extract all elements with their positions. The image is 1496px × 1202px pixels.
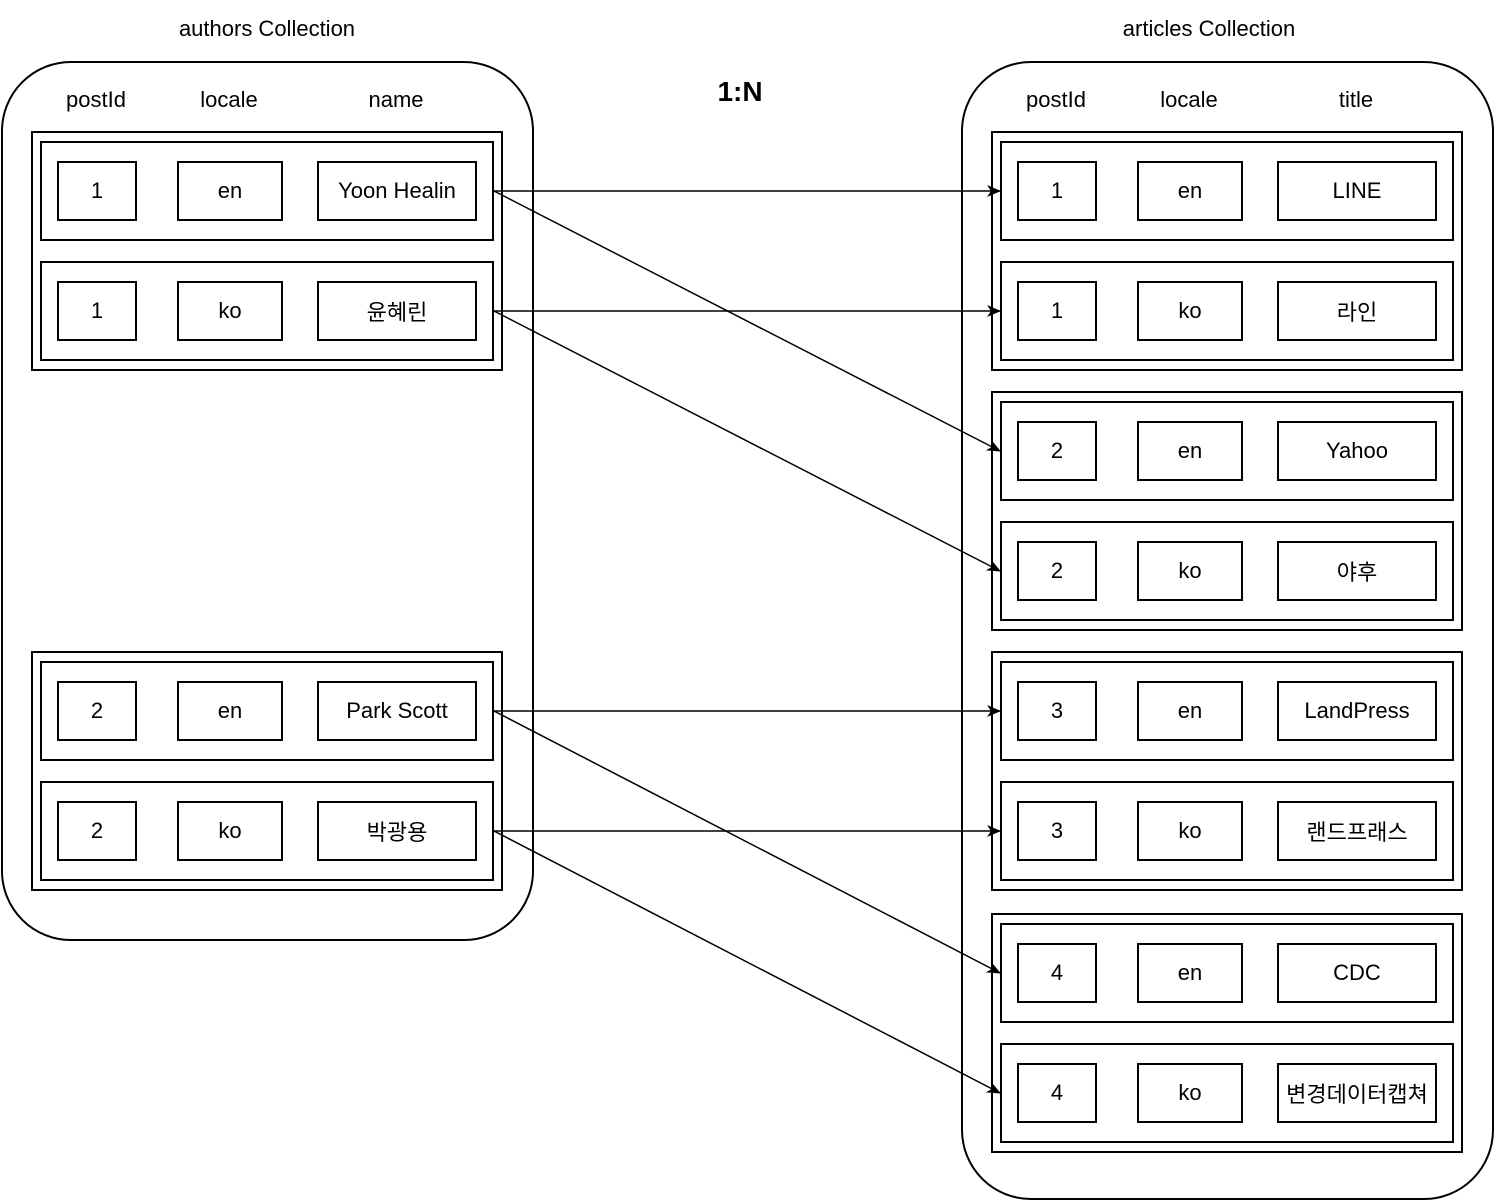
articles-record[interactable] xyxy=(1000,923,1454,1023)
authors-header-locale: locale xyxy=(200,87,258,112)
authors-cell-postid: 1 xyxy=(57,281,137,341)
articles-record[interactable] xyxy=(1000,261,1454,361)
articles-cell-title: 야후 xyxy=(1277,541,1437,601)
authors-cell-postid: 2 xyxy=(57,681,137,741)
articles-cell-locale: en xyxy=(1137,421,1243,481)
authors-cell-name: Park Scott xyxy=(317,681,477,741)
articles-cell-title: 변경데이터캡쳐 xyxy=(1277,1063,1437,1123)
articles-record[interactable] xyxy=(1000,781,1454,881)
articles-cell-postid: 2 xyxy=(1017,541,1097,601)
articles-record[interactable] xyxy=(1000,401,1454,501)
authors-cell-locale: en xyxy=(177,681,283,741)
relationship-arrow xyxy=(493,310,1001,572)
authors-collection-container xyxy=(1,61,534,941)
authors-cell-name: Yoon Healin xyxy=(317,161,477,221)
relationship-arrow xyxy=(493,710,1001,974)
authors-record[interactable] xyxy=(40,661,494,761)
articles-cell-postid: 1 xyxy=(1017,281,1097,341)
articles-header-postid: postId xyxy=(1026,87,1086,112)
articles-cell-postid: 3 xyxy=(1017,801,1097,861)
authors-cell-locale: ko xyxy=(177,281,283,341)
authors-record[interactable] xyxy=(40,261,494,361)
articles-record[interactable] xyxy=(1000,661,1454,761)
authors-record[interactable] xyxy=(40,781,494,881)
authors-cell-name: 박광용 xyxy=(317,801,477,861)
authors-header-name: name xyxy=(368,87,424,112)
articles-cell-postid: 3 xyxy=(1017,681,1097,741)
articles-cell-postid: 4 xyxy=(1017,1063,1097,1123)
authors-collection-title: authors Collection xyxy=(178,16,356,41)
articles-cell-locale: ko xyxy=(1137,281,1243,341)
articles-cell-postid: 1 xyxy=(1017,161,1097,221)
relationship-arrow xyxy=(493,190,1001,452)
relationship-label: 1:N xyxy=(717,76,763,107)
authors-cell-locale: en xyxy=(177,161,283,221)
articles-collection-title: articles Collection xyxy=(1122,16,1296,41)
articles-header-title: title xyxy=(1338,87,1374,112)
authors-cell-locale: ko xyxy=(177,801,283,861)
articles-cell-title: LINE xyxy=(1277,161,1437,221)
articles-cell-title: 라인 xyxy=(1277,281,1437,341)
articles-record[interactable] xyxy=(1000,1043,1454,1143)
articles-cell-locale: en xyxy=(1137,681,1243,741)
authors-header-postid: postId xyxy=(66,87,126,112)
articles-cell-title: CDC xyxy=(1277,943,1437,1003)
articles-record[interactable] xyxy=(1000,521,1454,621)
articles-cell-locale: ko xyxy=(1137,541,1243,601)
articles-cell-postid: 2 xyxy=(1017,421,1097,481)
articles-cell-postid: 4 xyxy=(1017,943,1097,1003)
articles-header-locale: locale xyxy=(1160,87,1218,112)
articles-cell-locale: ko xyxy=(1137,1063,1243,1123)
articles-record[interactable] xyxy=(1000,141,1454,241)
articles-cell-locale: en xyxy=(1137,943,1243,1003)
authors-record[interactable] xyxy=(40,141,494,241)
authors-cell-name: 윤혜린 xyxy=(317,281,477,341)
relationship-arrow xyxy=(493,830,1001,1094)
articles-cell-locale: en xyxy=(1137,161,1243,221)
articles-cell-locale: ko xyxy=(1137,801,1243,861)
articles-cell-title: 랜드프래스 xyxy=(1277,801,1437,861)
articles-cell-title: Yahoo xyxy=(1277,421,1437,481)
authors-cell-postid: 2 xyxy=(57,801,137,861)
authors-cell-postid: 1 xyxy=(57,161,137,221)
articles-cell-title: LandPress xyxy=(1277,681,1437,741)
